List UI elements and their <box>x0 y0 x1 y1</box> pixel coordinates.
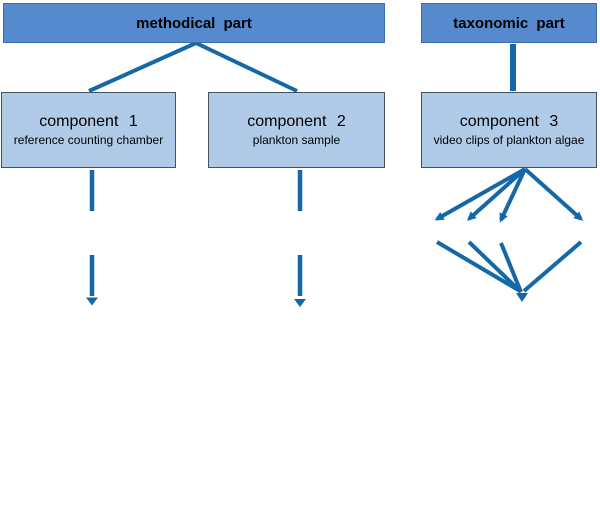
edge-fanin-convergence <box>435 240 583 302</box>
node-component-2: component 2 plankton sample <box>208 92 385 168</box>
component-2-title: component 2 <box>247 113 346 130</box>
component-1-subtitle: reference counting chamber <box>13 133 164 147</box>
component-1-title: component 1 <box>39 113 138 130</box>
edge-methodical-to-component1 <box>88 41 197 93</box>
edge-methodical-to-component2 <box>195 41 298 93</box>
edge-component1-dashed-arrow <box>86 170 98 306</box>
node-taxonomic-part-label: taxonomic part <box>453 14 565 32</box>
node-methodical-part: methodical part <box>3 3 385 43</box>
node-methodical-part-label: methodical part <box>136 14 252 32</box>
component-3-title: component 3 <box>459 113 559 130</box>
component-3-subtitle: video clips of plankton algae <box>433 133 585 147</box>
node-component-1: component 1 reference counting chamber <box>1 92 176 168</box>
edge-component2-dashed-arrow <box>294 170 306 307</box>
component-2-subtitle: plankton sample <box>252 133 341 147</box>
edge-component3-fanout <box>434 167 584 223</box>
node-component-3: component 3 video clips of plankton alga… <box>421 92 597 168</box>
node-taxonomic-part: taxonomic part <box>421 3 597 43</box>
